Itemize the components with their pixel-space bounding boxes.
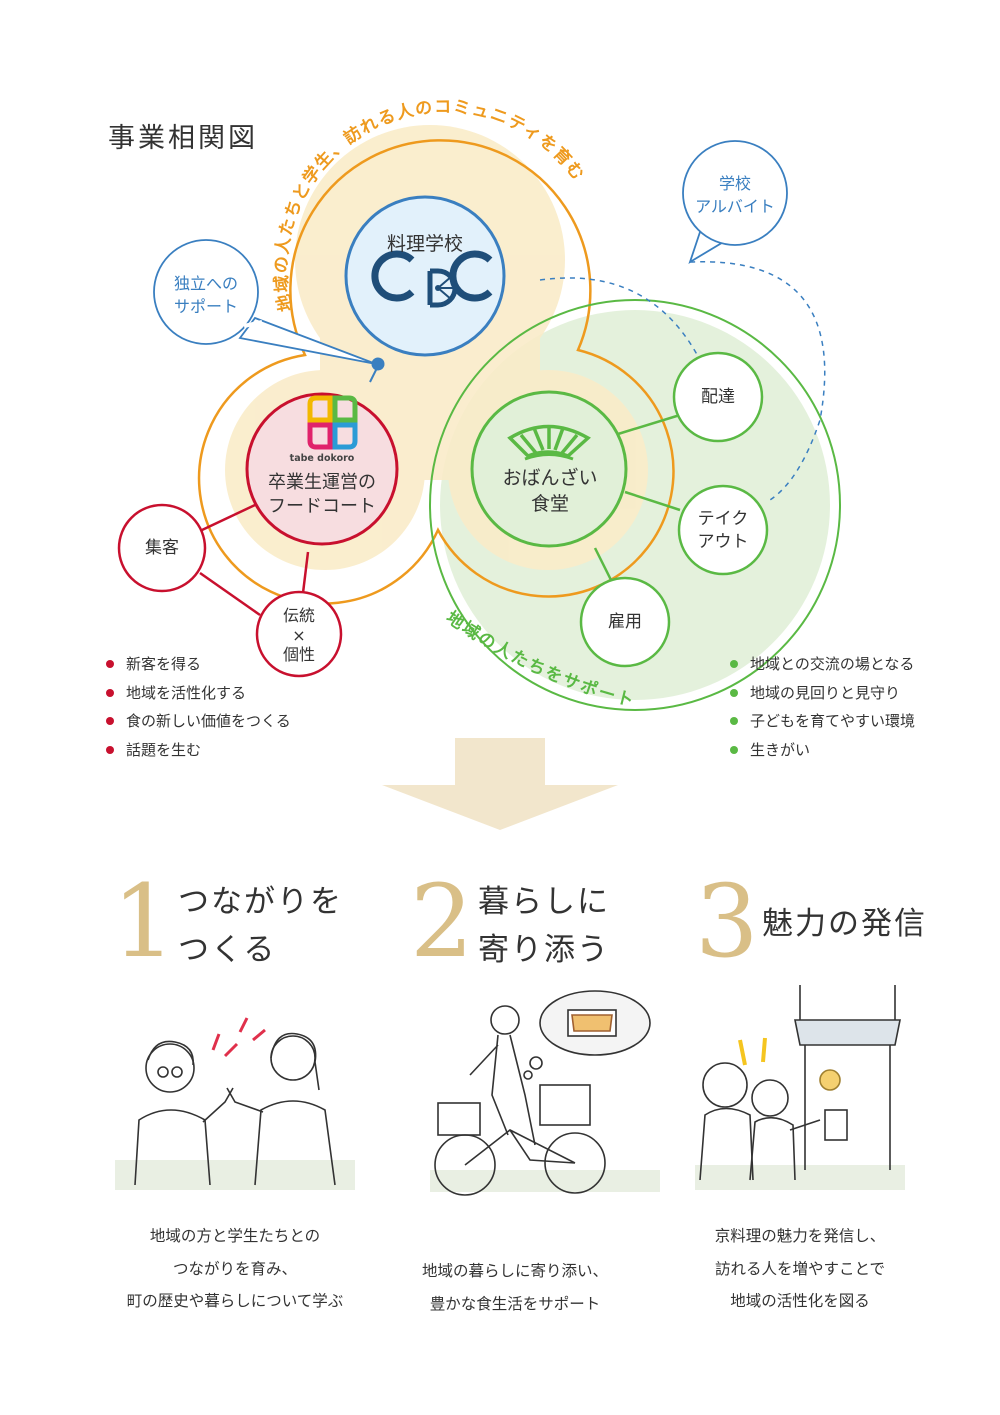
- dento-label: 伝統 × 個性: [282, 606, 315, 665]
- link-obanzai-haitatsu: [617, 413, 681, 436]
- list-item: 地域を活性化する: [106, 679, 291, 708]
- tabe-dokoro-text: tabe dokoro: [289, 453, 355, 464]
- node-obanzai-circle: [470, 390, 628, 548]
- takeout-label: テイク アウト: [697, 509, 749, 552]
- benefits-list-left: 新客を得る 地域を活性化する 食の新しい価値をつくる 話題を生む: [106, 650, 291, 764]
- list-item: 地域との交流の場となる: [730, 650, 915, 679]
- connector-dot: [371, 357, 385, 371]
- item-3-number: 3: [695, 863, 759, 980]
- item-3-desc: 京料理の魅力を発信し、 訪れる人を増やすことで 地域の活性化を図る: [714, 1227, 886, 1311]
- link-obanzai-koyo: [593, 547, 614, 583]
- list-item: 生きがい: [730, 736, 915, 765]
- list-item: 子どもを育てやすい環境: [730, 707, 915, 736]
- benefits-list-right: 地域との交流の場となる 地域の見回りと見守り 子どもを育てやすい環境 生きがい: [730, 650, 915, 764]
- koyo-label: 雇用: [608, 612, 642, 632]
- two-people-chatting-illustration: [115, 1017, 355, 1190]
- item-2-number: 2: [410, 863, 474, 980]
- item-1-heading: つながりを つくる: [178, 884, 343, 969]
- node-foodcourt-circle: [245, 392, 399, 546]
- node-koyo-circle: [579, 576, 671, 668]
- orange-region-outline: [197, 139, 675, 605]
- bubble-independence: [153, 239, 377, 365]
- shukyaku-label: 集客: [145, 538, 179, 558]
- link-obanzai-takeout: [624, 490, 681, 512]
- item-2-desc: 地域の暮らしに寄り添い、 豊かな食生活をサポート: [421, 1262, 608, 1313]
- node-takeout-circle: [677, 484, 769, 576]
- foodcourt-label: 卒業生運営の フードコート: [268, 472, 376, 518]
- item-3-heading: 魅力の発信: [762, 906, 927, 942]
- school-label: 料理学校: [386, 233, 463, 255]
- node-shukyaku-circle: [117, 503, 207, 593]
- dashed-link-bubble-takeout: [689, 261, 826, 501]
- list-item: 話題を生む: [106, 736, 291, 765]
- bubble-school-job: [682, 140, 788, 265]
- item-2-heading: 暮らしに 寄り添う: [478, 884, 610, 969]
- bubble-school-job-label: 学校 アルバイト: [695, 174, 775, 217]
- page-title: 事業相関図: [108, 123, 258, 154]
- link-foodcourt-shukyaku: [201, 503, 256, 532]
- node-dento-circle: [255, 590, 343, 678]
- link-shukyaku-dento: [199, 571, 261, 617]
- list-item: 新客を得る: [106, 650, 291, 679]
- tabe-dokoro-logo-icon: [307, 395, 358, 450]
- list-item: 地域の見回りと見守り: [730, 679, 915, 708]
- item-1-desc: 地域の方と学生たちとの つながりを育み、 町の歴史や暮らしについて学ぶ: [126, 1227, 344, 1311]
- bubble-independence-label: 独立への サポート: [173, 274, 238, 317]
- cdc-logo-icon: [371, 250, 493, 308]
- visitors-at-shop-illustration: [695, 985, 905, 1190]
- down-arrow: [382, 738, 618, 830]
- green-region-outline: [429, 299, 841, 711]
- list-item: 食の新しい価値をつくる: [106, 707, 291, 736]
- haitatsu-label: 配達: [701, 387, 735, 407]
- link-foodcourt-dento: [301, 551, 310, 594]
- fan-logo-icon: [507, 424, 591, 461]
- node-school-circle: [344, 195, 506, 357]
- delivery-bicycle-illustration: [430, 990, 660, 1196]
- item-1-number: 1: [112, 863, 176, 980]
- node-haitatsu-circle: [672, 351, 764, 443]
- relationship-diagram: 地域の人たちと学生、訪れる人のコミュニティを育む 地域の人たちをサポート: [117, 97, 841, 830]
- obanzai-label: おばんざい 食堂: [502, 467, 598, 515]
